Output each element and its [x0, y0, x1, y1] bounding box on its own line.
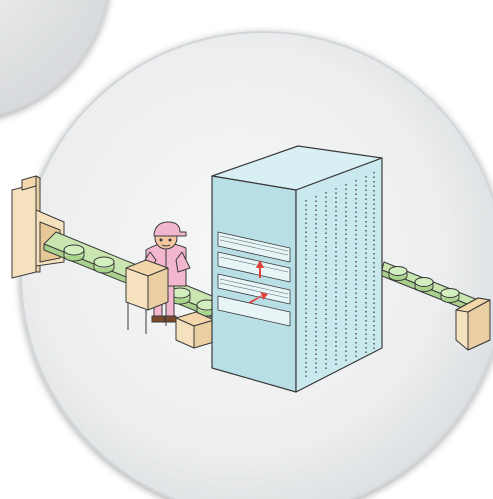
cabinet-dryer	[212, 146, 382, 392]
collection-box	[176, 312, 214, 348]
